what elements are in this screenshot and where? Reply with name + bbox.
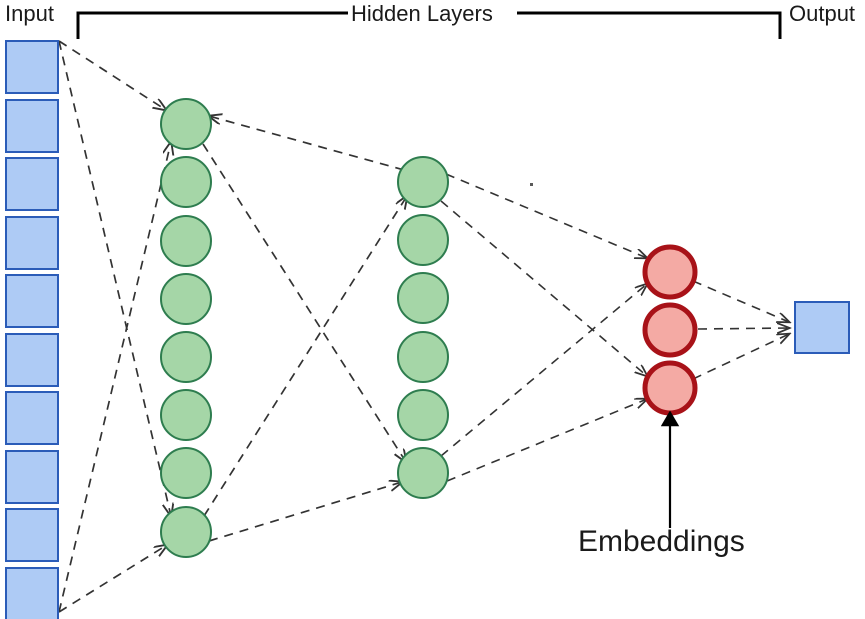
hidden-node[interactable] (160, 389, 212, 441)
hidden-layer-2 (397, 156, 449, 499)
connection-line (58, 142, 171, 613)
connection-line (208, 482, 402, 542)
connection-line (692, 280, 789, 322)
connection-line (58, 40, 166, 110)
hidden-layer-1 (160, 98, 212, 558)
embedding-node[interactable] (642, 244, 698, 300)
input-node[interactable] (5, 274, 59, 328)
connection-line (58, 40, 171, 516)
hidden-node[interactable] (397, 389, 449, 441)
connection-line (446, 399, 647, 482)
hidden-node[interactable] (160, 156, 212, 208)
hidden-node[interactable] (160, 331, 212, 383)
input-node[interactable] (5, 450, 59, 504)
input-node[interactable] (5, 157, 59, 211)
connections-hidden2-to-embeddings (440, 173, 647, 482)
bracket-left-segment (76, 11, 348, 39)
input-node[interactable] (5, 508, 59, 562)
connection-line (58, 545, 167, 613)
connections-input-to-hidden1 (58, 40, 171, 613)
connections-embeddings-to-output (692, 280, 789, 380)
hidden-node[interactable] (160, 215, 212, 267)
connection-line (209, 116, 405, 171)
input-node[interactable] (5, 99, 59, 153)
hidden-node[interactable] (397, 272, 449, 324)
embeddings-label: Embeddings (578, 525, 745, 558)
input-layer (5, 40, 59, 619)
hidden-node[interactable] (397, 331, 449, 383)
connection-line (202, 143, 406, 462)
connection-line (440, 200, 647, 376)
input-node[interactable] (5, 391, 59, 445)
connection-line (440, 284, 647, 457)
output-layer-label: Output (789, 1, 856, 26)
hidden-node[interactable] (397, 156, 449, 208)
hidden-node[interactable] (160, 447, 212, 499)
embedding-layer (642, 244, 698, 416)
hidden-node[interactable] (160, 506, 212, 558)
hidden-node[interactable] (397, 214, 449, 266)
output-layer (794, 301, 850, 354)
connection-line (203, 196, 407, 517)
hidden-layers-label: Hidden Layers (351, 1, 493, 26)
hidden-node[interactable] (160, 273, 212, 325)
input-node[interactable] (5, 333, 59, 387)
hidden-node[interactable] (160, 98, 212, 150)
input-layer-label: Input (5, 1, 54, 26)
connection-line (692, 334, 789, 380)
input-node[interactable] (5, 567, 59, 619)
output-node[interactable] (794, 301, 850, 354)
input-node[interactable] (5, 216, 59, 270)
embedding-node[interactable] (642, 302, 698, 358)
input-node[interactable] (5, 40, 59, 94)
connection-line (445, 173, 647, 258)
bracket-right-segment (517, 11, 782, 39)
connection-line (697, 328, 789, 329)
hidden-node[interactable] (397, 447, 449, 499)
hidden-layers-bracket (76, 11, 782, 39)
stray-dot-artifact (530, 183, 533, 186)
connections-hidden1-to-hidden2 (202, 116, 407, 542)
embedding-node[interactable] (642, 360, 698, 416)
